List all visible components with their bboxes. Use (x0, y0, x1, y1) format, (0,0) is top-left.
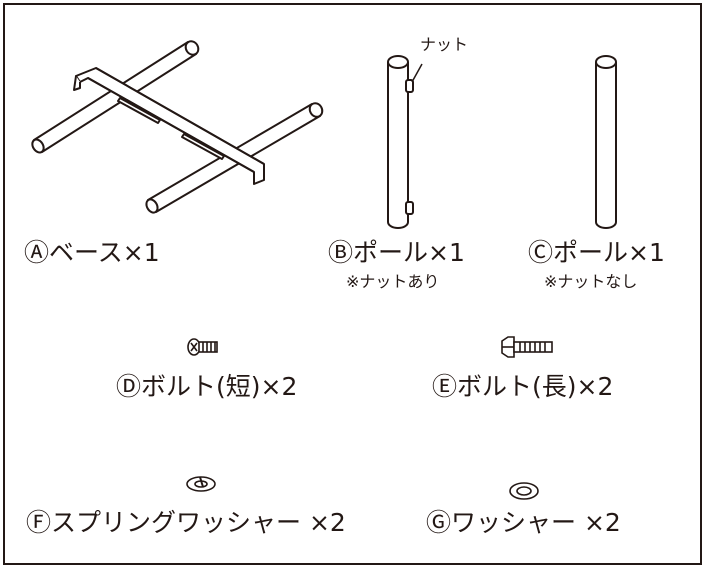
part-e-badge: Ⓔ (432, 372, 458, 401)
pole-without-nuts-illustration (595, 55, 617, 229)
short-bolt-illustration (187, 338, 218, 356)
part-c-badge: Ⓒ (528, 238, 554, 267)
part-d-badge: Ⓓ (116, 372, 142, 401)
part-b-name: ポール×1 (353, 238, 465, 267)
spring-washer-illustration (186, 476, 216, 492)
pole-with-nuts-illustration (387, 55, 423, 229)
part-g-badge: Ⓖ (426, 508, 452, 537)
base-illustration (31, 40, 324, 214)
nut-callout-label: ナット (420, 35, 469, 54)
washer-illustration (509, 482, 539, 500)
part-c-note: ※ナットなし (544, 272, 638, 291)
part-d-label: Ⓓボルト(短)×2 (116, 372, 297, 402)
part-g-label: Ⓖワッシャー ×2 (426, 508, 621, 538)
part-f-name: スプリングワッシャー ×2 (51, 508, 346, 537)
part-b-note: ※ナットあり (346, 272, 440, 291)
part-g-name: ワッシャー ×2 (451, 508, 621, 537)
part-f-badge: Ⓕ (26, 508, 52, 537)
part-b-label: Ⓑポール×1 (328, 238, 465, 268)
part-c-label: Ⓒポール×1 (528, 238, 665, 268)
part-d-name: ボルト(短)×2 (141, 372, 298, 401)
part-e-label: Ⓔボルト(長)×2 (432, 372, 613, 402)
part-f-label: Ⓕスプリングワッシャー ×2 (26, 508, 346, 538)
part-a-label: Ⓐベース×1 (24, 238, 160, 268)
long-bolt-illustration (501, 336, 553, 358)
parts-list-frame (3, 3, 702, 565)
part-a-name: ベース×1 (49, 238, 160, 267)
part-e-name: ボルト(長)×2 (457, 372, 614, 401)
part-b-badge: Ⓑ (328, 238, 354, 267)
part-a-badge: Ⓐ (24, 238, 50, 267)
part-c-name: ポール×1 (553, 238, 665, 267)
